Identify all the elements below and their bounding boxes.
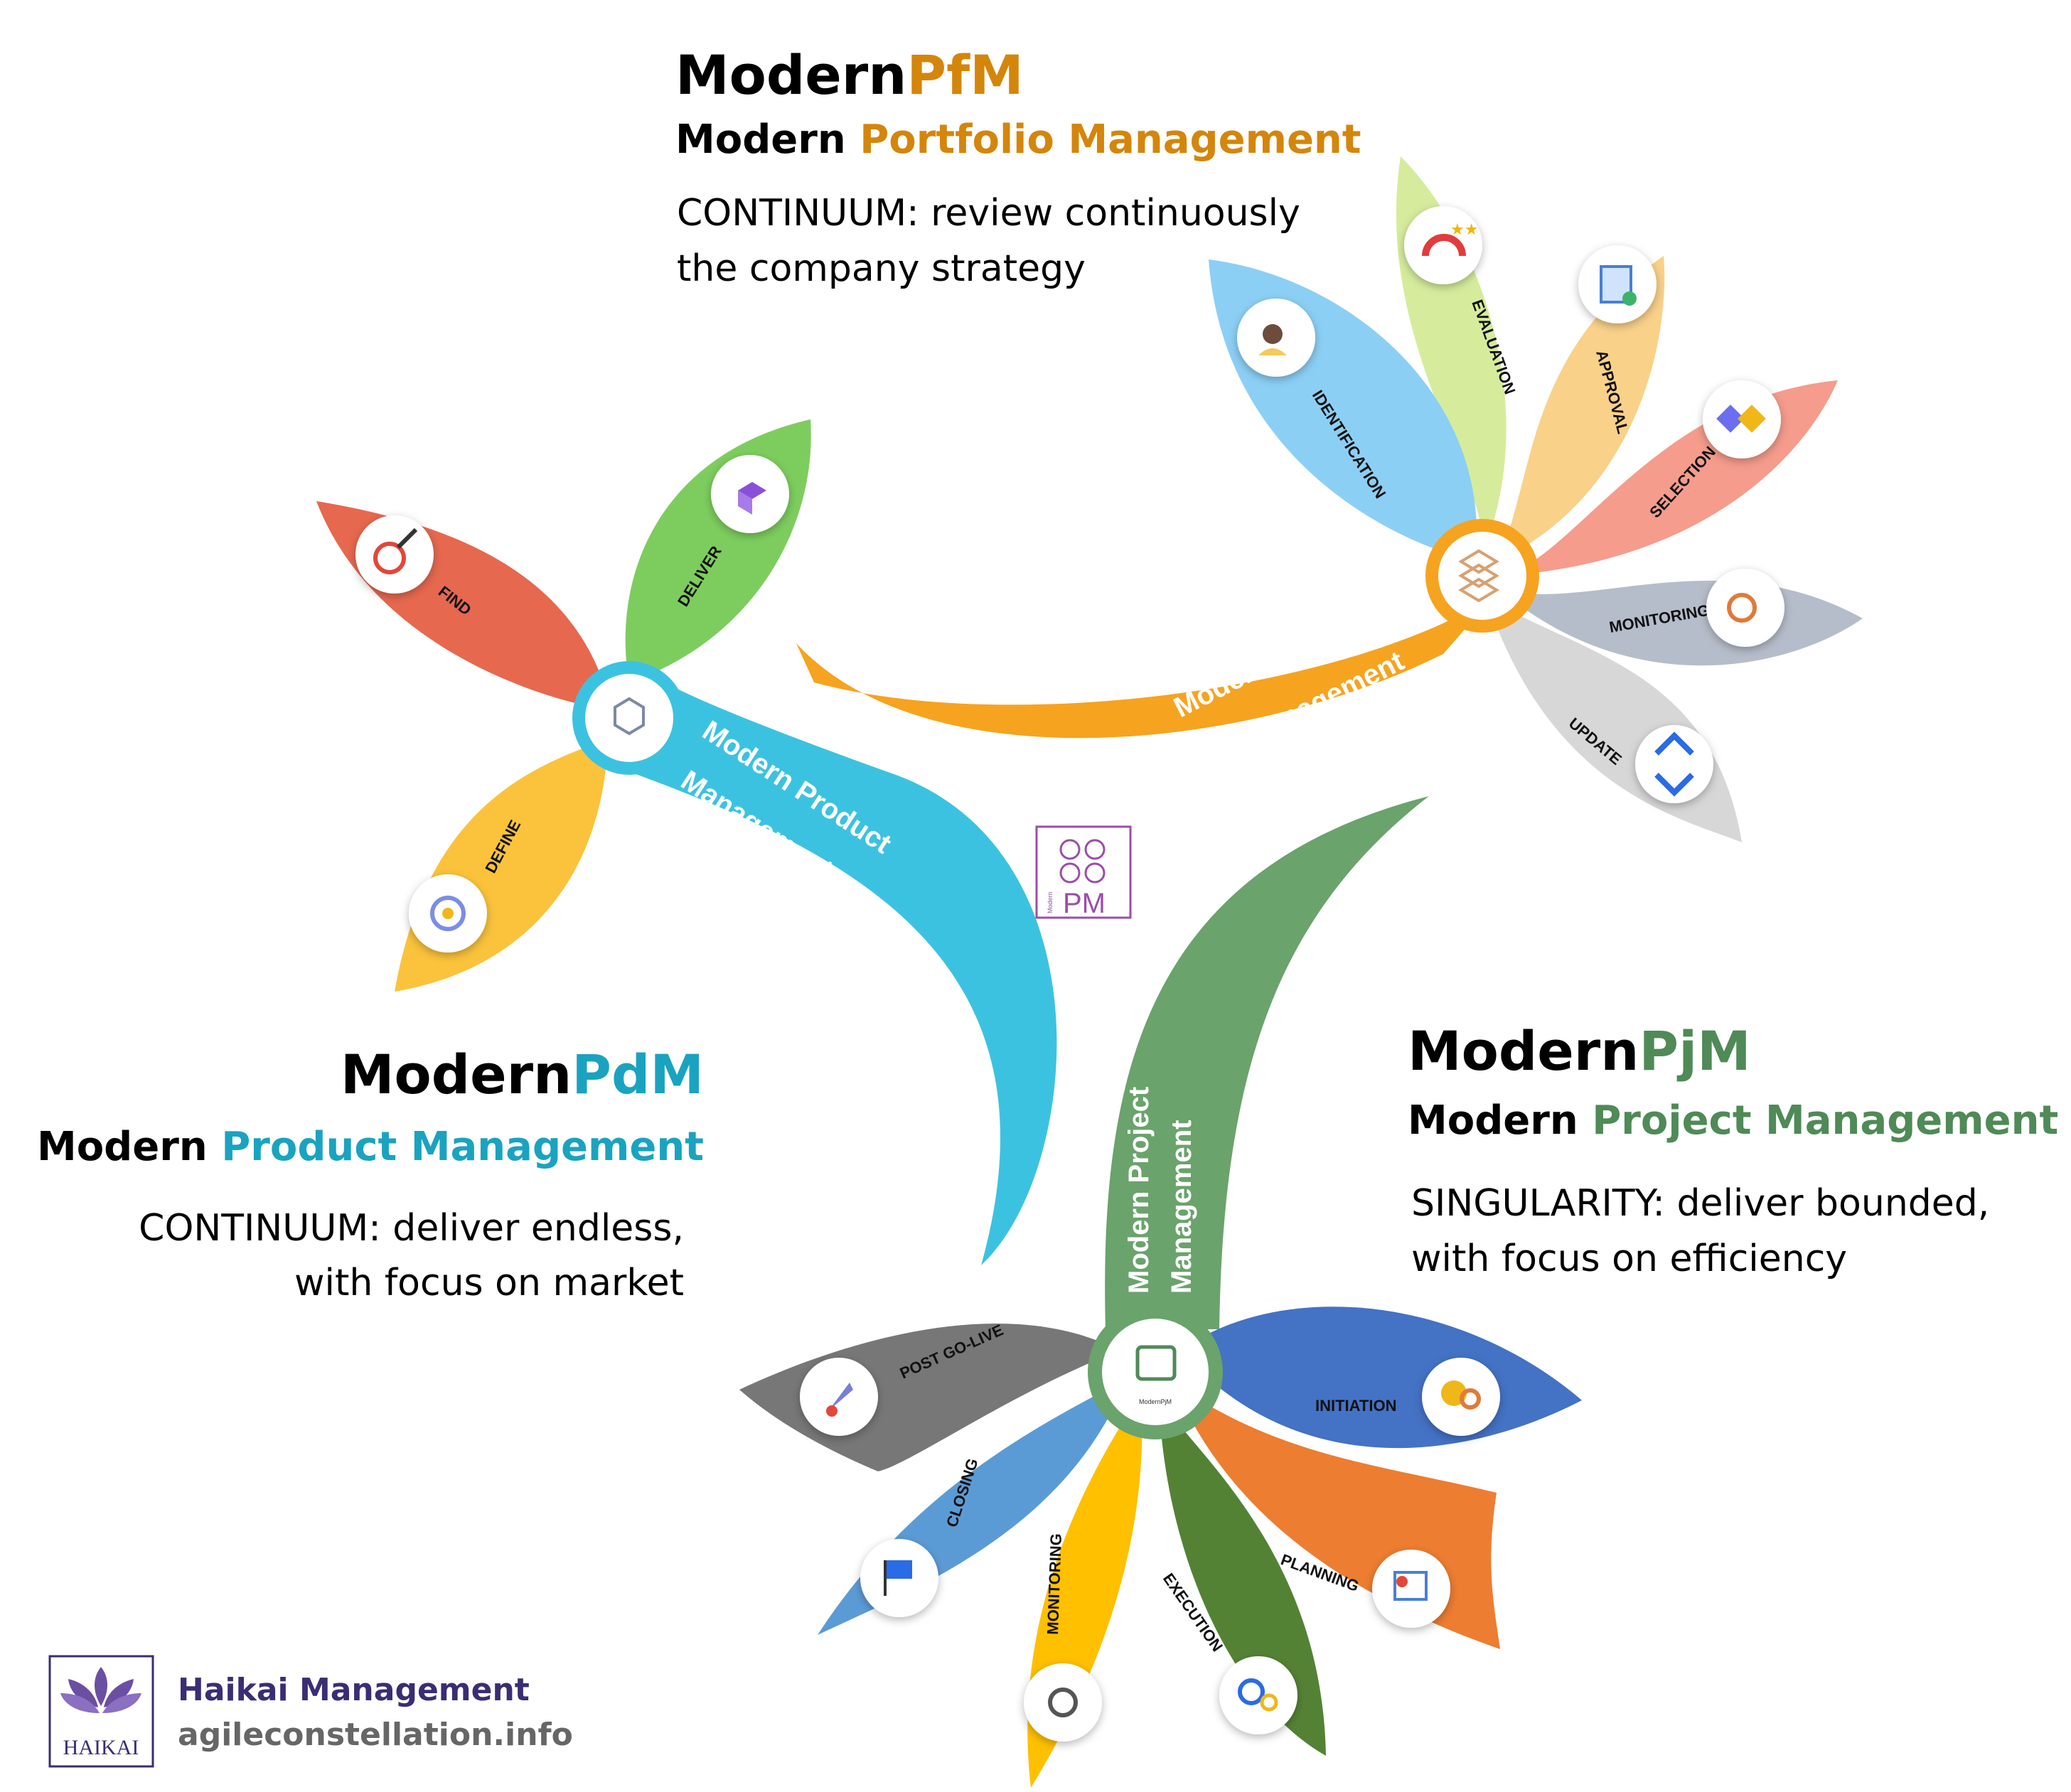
pjm-desc-line2: with focus on efficiency bbox=[1411, 1238, 1847, 1280]
pjm-flower: Modern Project Management POST GO-LIVE C… bbox=[739, 796, 1582, 1788]
pfm-logo-icon bbox=[1458, 549, 1499, 603]
pjm-title: ModernPjM bbox=[1408, 1019, 1751, 1083]
pjm-stem-label-1: Modern Project bbox=[1123, 1087, 1155, 1294]
pdm-stem bbox=[619, 682, 1057, 1265]
pjm-petal-planning: PLANNING bbox=[1173, 1383, 1500, 1649]
footer-brand: Haikai Management bbox=[178, 1672, 530, 1708]
pjm-desc-line1: SINGULARITY: deliver bounded, bbox=[1411, 1182, 1989, 1225]
gauge-stars-icon bbox=[1404, 206, 1482, 284]
pfm-petal-update: UPDATE bbox=[1486, 597, 1742, 842]
pdm-petal-find: FIND bbox=[316, 501, 611, 711]
pdm-desc-line1: CONTINUUM: deliver endless, bbox=[139, 1207, 684, 1250]
pjm-petal-label-monitoring: MONITORING bbox=[1044, 1533, 1065, 1635]
pfm-petal-approval: APPROVAL bbox=[1497, 245, 1665, 562]
pjm-logo-icon bbox=[1135, 1345, 1177, 1381]
monitoring-gears-icon bbox=[1024, 1663, 1102, 1742]
footer: HAIKAI Haikai Management agileconstellat… bbox=[48, 1655, 573, 1768]
pjm-petal-post-golive: POST GO-LIVE bbox=[739, 1321, 1120, 1471]
pjm-title-block: ModernPjM Modern Project Management SING… bbox=[1408, 1019, 2058, 1280]
pfm-desc-line1: CONTINUUM: review continuously bbox=[677, 192, 1300, 235]
pdm-logo-icon bbox=[614, 697, 645, 736]
pdm-desc-line2: with focus on market bbox=[294, 1262, 684, 1304]
pjm-petal-label-initiation: INITIATION bbox=[1315, 1397, 1396, 1415]
pjm-stem bbox=[1105, 796, 1429, 1329]
pdm-title-block: ModernPdM Modern Product Management CONT… bbox=[37, 1043, 704, 1304]
pjm-stem-label-2: Management bbox=[1166, 1120, 1197, 1294]
pdm-subtitle: Modern Product Management bbox=[37, 1124, 704, 1170]
footer-url[interactable]: agileconstellation.info bbox=[178, 1717, 573, 1753]
pdm-petal-deliver: DELIVER bbox=[625, 419, 811, 682]
pfm-desc-line2: the company strategy bbox=[677, 247, 1086, 290]
pfm-petal-selection: SELECTION bbox=[1504, 380, 1838, 576]
svg-text:★★: ★★ bbox=[1450, 221, 1478, 239]
pdm-petal-define: DEFINE bbox=[395, 739, 608, 992]
haikai-logo-text: HAIKAI bbox=[63, 1736, 139, 1759]
pfm-flower: Modern Portfolio Management UPDATE MONIT… bbox=[796, 156, 1863, 842]
planning-board-icon bbox=[1372, 1550, 1450, 1628]
execution-gears-icon bbox=[1219, 1656, 1297, 1734]
pjm-petal-execution: EXECUTION bbox=[1159, 1400, 1326, 1756]
find-magnifier-icon bbox=[355, 515, 434, 594]
pjm-petal-initiation: INITIATION bbox=[1180, 1307, 1582, 1449]
pdm-title: ModernPdM bbox=[341, 1043, 704, 1106]
pfm-title: ModernPfM bbox=[675, 43, 1024, 107]
center-logo-small: Modern bbox=[1047, 891, 1054, 913]
pfm-petal-monitoring: MONITORING bbox=[1500, 569, 1863, 666]
pjm-hub-caption: ModernPjM bbox=[1139, 1398, 1172, 1405]
haikai-leaf-icon bbox=[95, 1667, 107, 1706]
pjm-petal-monitoring: MONITORING bbox=[1024, 1393, 1142, 1788]
pjm-petal-closing: CLOSING bbox=[818, 1379, 1127, 1635]
chart-magnifier-icon bbox=[1706, 569, 1784, 647]
center-pm-logo: PM Modern bbox=[1035, 825, 1132, 919]
pjm-subtitle: Modern Project Management bbox=[1408, 1098, 2058, 1144]
pfm-petal-identification: IDENTIFICATION bbox=[1209, 259, 1477, 562]
pfm-subtitle: Modern Portfolio Management bbox=[675, 117, 1361, 163]
pfm-title-block: ModernPfM Modern Portfolio Management CO… bbox=[675, 43, 1361, 290]
pfm-stem bbox=[796, 597, 1493, 739]
center-logo-text: PM bbox=[1063, 888, 1106, 919]
update-arrows-icon bbox=[1635, 725, 1713, 803]
